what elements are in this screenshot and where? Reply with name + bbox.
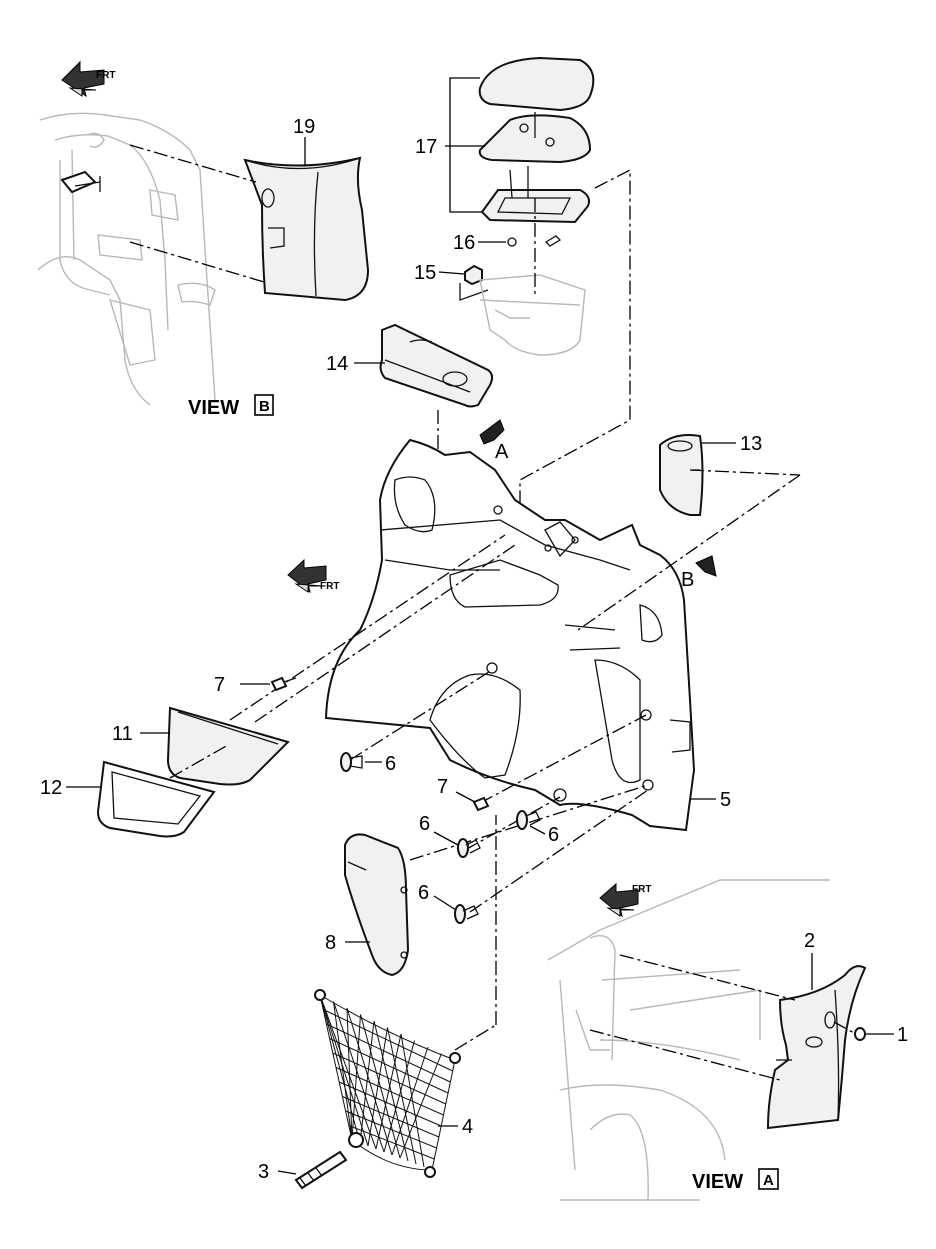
part-3-bolt bbox=[294, 1150, 348, 1190]
view-a-inset bbox=[547, 879, 830, 1201]
part-16-screws bbox=[507, 235, 562, 247]
view-b-inset bbox=[37, 112, 216, 406]
view-b-letter: B bbox=[259, 398, 270, 415]
part-17-lamp-assembly bbox=[478, 56, 595, 224]
callout-16: 16 bbox=[453, 232, 475, 254]
front-direction-arrow-icon: FRT bbox=[599, 882, 651, 918]
view-direction-arrow-icon: B bbox=[681, 555, 717, 591]
callout-14: 14 bbox=[326, 353, 348, 375]
part-8-side-trim bbox=[344, 833, 410, 977]
part-12-trim-bezel bbox=[96, 760, 216, 838]
part-6-clip bbox=[454, 904, 479, 924]
part-6-clip bbox=[516, 810, 541, 830]
part-15-clip bbox=[459, 264, 489, 301]
callout-19: 19 bbox=[293, 116, 315, 138]
part-11-trim-cover bbox=[166, 706, 290, 786]
part-14-shelf-tray bbox=[379, 323, 494, 408]
callout-4: 4 bbox=[462, 1116, 473, 1138]
part-5-quarter-trim-panel bbox=[324, 438, 696, 832]
part-1-cap bbox=[854, 1027, 866, 1041]
callout-12: 12 bbox=[40, 777, 62, 799]
callout-11: 11 bbox=[112, 723, 133, 745]
view-a-letter-box bbox=[758, 1168, 779, 1190]
front-direction-arrow-icon: FRT bbox=[287, 558, 339, 594]
view-a-title-prefix: VIEW bbox=[692, 1171, 743, 1193]
part-6-clip bbox=[340, 752, 363, 772]
frt-label: FRT bbox=[632, 884, 651, 895]
view-b-title-prefix: VIEW bbox=[188, 397, 239, 419]
view-a-letter: A bbox=[763, 1172, 774, 1189]
part-7-screw-lower bbox=[472, 796, 490, 812]
callout-3: 3 bbox=[258, 1161, 269, 1183]
frt-label: FRT bbox=[320, 581, 339, 592]
callout-15: 15 bbox=[414, 262, 436, 284]
callout-8: 8 bbox=[325, 932, 336, 954]
callout-17: 17 bbox=[415, 136, 437, 158]
arrow-a-label: A bbox=[495, 441, 509, 463]
front-direction-arrow-icon: FRT bbox=[61, 60, 115, 98]
callout-2: 2 bbox=[804, 930, 815, 952]
callout-6-a: 6 bbox=[385, 753, 396, 775]
part-2-pillar-trim bbox=[766, 965, 867, 1130]
view-b-letter-box bbox=[254, 394, 274, 416]
frt-label: FRT bbox=[96, 70, 115, 81]
part-7-screw-upper bbox=[270, 676, 297, 692]
callout-6-c: 6 bbox=[548, 824, 559, 846]
part-6-clip bbox=[457, 838, 481, 858]
callout-6-d: 6 bbox=[418, 882, 429, 904]
callout-7-lower: 7 bbox=[437, 776, 448, 798]
view-direction-arrow-icon: A bbox=[479, 419, 509, 463]
part-19-pillar-trim bbox=[129, 144, 370, 302]
lamp-housing-ghost bbox=[479, 274, 586, 356]
part-4-cargo-net bbox=[314, 989, 461, 1178]
callout-13: 13 bbox=[740, 433, 762, 455]
part-13-pillar-cover bbox=[659, 434, 704, 516]
arrow-b-label: B bbox=[681, 569, 694, 591]
callout-6-b: 6 bbox=[419, 813, 430, 835]
callout-7-upper: 7 bbox=[214, 674, 225, 696]
callout-1: 1 bbox=[897, 1024, 908, 1046]
callout-5: 5 bbox=[720, 789, 731, 811]
